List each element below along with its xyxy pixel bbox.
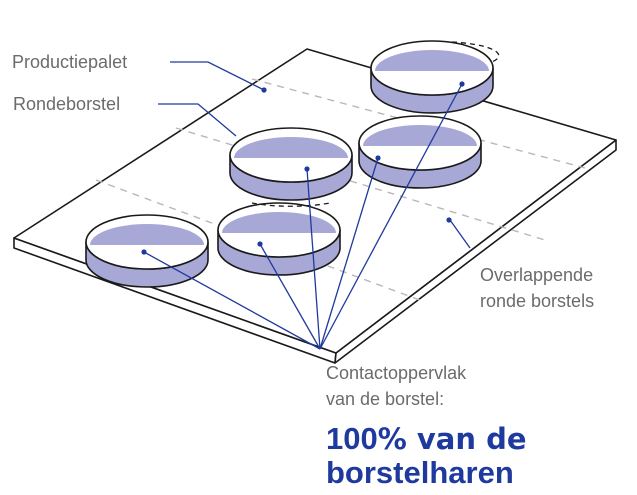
label-production-pallet: Productiepalet bbox=[12, 52, 128, 72]
label-round-brush: Rondeborstel bbox=[13, 94, 121, 114]
overlap-leader-dot bbox=[446, 217, 452, 223]
pallet-leader-dot bbox=[261, 87, 267, 93]
round-brush-3 bbox=[229, 127, 353, 207]
result-line-1: 100% van de bbox=[326, 421, 527, 457]
contact-line-2: van de borstel: bbox=[326, 389, 445, 409]
result-number: 100 bbox=[326, 421, 378, 456]
contact-callout bbox=[141, 81, 465, 350]
contact-dot bbox=[304, 166, 310, 172]
contact-line-1: Contactoppervlak bbox=[326, 363, 467, 383]
label-contact-surface: Contactoppervlak van de borstel: bbox=[326, 360, 466, 412]
overlap-line-2: ronde borstels bbox=[480, 291, 595, 311]
round-brush-1 bbox=[85, 214, 209, 288]
pallet-leader bbox=[170, 61, 265, 91]
overlap-dashed-edge bbox=[251, 202, 331, 207]
overlap-dashed-edge bbox=[451, 41, 500, 63]
round-brush-leader bbox=[158, 103, 237, 137]
round-brush-2 bbox=[217, 202, 341, 276]
label-leaders bbox=[158, 61, 471, 249]
contact-dot bbox=[375, 155, 381, 161]
result-rest: % van de bbox=[377, 422, 527, 456]
round-brush-5 bbox=[370, 40, 500, 114]
round-brush-4 bbox=[358, 115, 482, 189]
result-line-2: borstelharen bbox=[326, 455, 514, 490]
overlap-leader bbox=[449, 219, 471, 249]
label-overlapping-brushes: Overlappende ronde borstels bbox=[480, 262, 594, 314]
label-bristle-result: 100% van de borstelharen bbox=[326, 422, 527, 490]
contact-dot bbox=[459, 81, 465, 87]
contact-dot bbox=[141, 249, 147, 255]
overlap-line-1: Overlappende bbox=[480, 265, 594, 285]
contact-dot bbox=[257, 241, 263, 247]
